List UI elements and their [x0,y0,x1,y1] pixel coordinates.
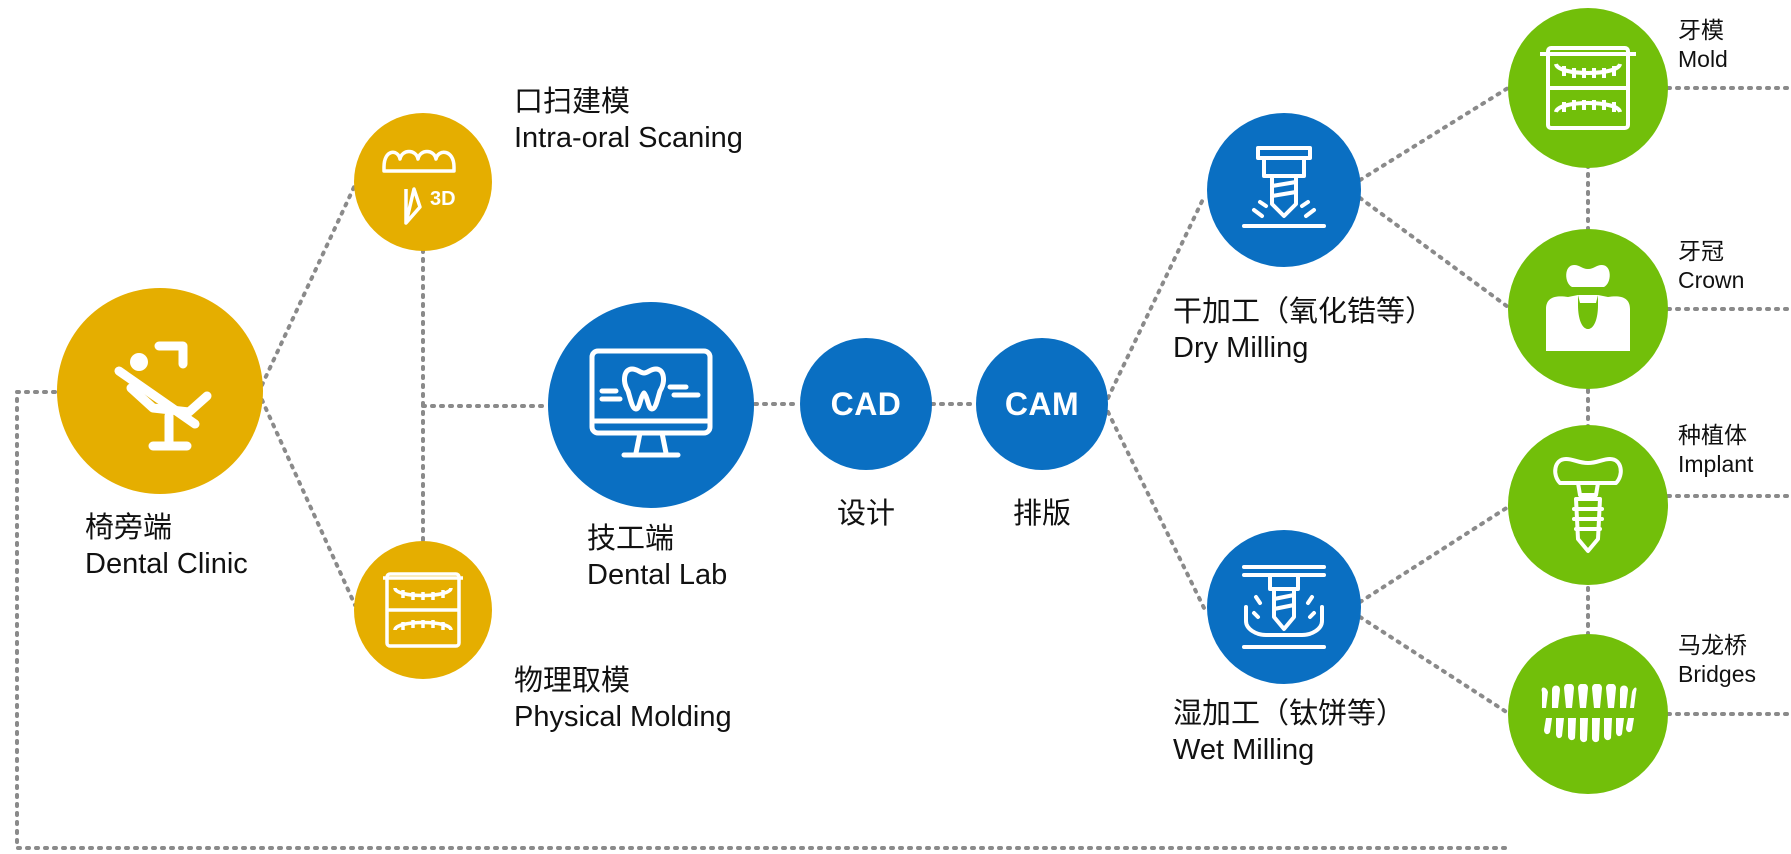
dental-clinic-label: 椅旁端 Dental Clinic [85,510,248,583]
crown-label-en: Crown [1678,266,1745,293]
implant-node [1508,425,1668,585]
physical-molding-label-zh: 物理取模 [514,665,631,697]
connector-loop [15,390,1512,850]
connector-clinic-scan [260,183,357,387]
svg-text:3D: 3D [430,188,456,210]
milling-drill-icon [1242,146,1326,228]
physical-molding-node [354,541,492,679]
connector-wet-bridges [1358,615,1510,715]
wet-milling-label-zh: 湿加工（钛饼等） [1173,698,1406,730]
implant-label: 种植体 Implant [1678,421,1753,479]
cam-caption: 排版 [1012,498,1071,530]
physical-molding-label-en: Physical Molding [514,701,732,734]
intraoral-scan-node: 3D [354,113,492,251]
implant-label-zh: 种植体 [1678,422,1747,448]
mold-label-en: Mold [1678,45,1728,72]
mold-node [1508,8,1668,168]
dental-lab-node [548,302,754,508]
dry-milling-label-zh: 干加工（氧化锆等） [1173,296,1435,328]
dental-mold-icon [383,572,463,648]
dental-clinic-label-en: Dental Clinic [85,548,248,581]
dental-lab-label: 技工端 Dental Lab [587,521,727,594]
wet-milling-node [1207,530,1361,684]
bridges-icon [1541,684,1637,743]
dental-clinic-label-zh: 椅旁端 [85,512,173,544]
wet-milling-label-en: Wet Milling [1173,734,1315,767]
dental-lab-label-zh: 技工端 [587,523,675,555]
dry-milling-node [1207,113,1361,267]
bridges-label-en: Bridges [1678,660,1756,687]
dry-milling-label: 干加工（氧化锆等） Dry Milling [1173,294,1434,367]
dry-milling-label-en: Dry Milling [1173,332,1309,365]
mold-icon [1540,46,1636,130]
dental-clinic-node [57,288,263,494]
wet-milling-drill-icon [1242,565,1326,649]
wet-milling-label: 湿加工（钛饼等） Wet Milling [1173,696,1405,769]
crown-node [1508,229,1668,389]
bridges-label: 马龙桥 Bridges [1678,631,1756,689]
connector-cam-wet [1106,410,1207,612]
connector-dry-crown [1358,196,1510,309]
cam-label: CAM [1004,385,1080,422]
cam-node: CAM [976,338,1108,470]
mold-label-zh: 牙模 [1678,17,1724,43]
intraoral-scan-label-en: Intra-oral Scaning [514,122,743,155]
connector-wet-implant [1358,505,1510,604]
connector-dry-mold [1358,86,1510,182]
cad-caption: 设计 [836,498,895,530]
dental-lab-label-en: Dental Lab [587,559,728,592]
intraoral-scan-label-zh: 口扫建模 [514,86,631,118]
crown-icon [1546,265,1630,351]
dental-chair-icon [114,341,212,451]
mold-label: 牙模 Mold [1678,16,1728,74]
physical-molding-label: 物理取模 Physical Molding [514,663,732,736]
implant-label-en: Implant [1678,450,1754,477]
intraoral-scan-3d-icon: 3D [382,149,456,225]
implant-icon [1553,457,1623,553]
intraoral-scan-label: 口扫建模 Intra-oral Scaning [514,84,743,157]
monitor-tooth-icon [589,348,713,458]
connector-cam-dry [1106,193,1207,400]
cad-label: CAD [830,385,902,422]
bridges-node [1508,634,1668,794]
bridges-label-zh: 马龙桥 [1678,632,1747,658]
crown-label-zh: 牙冠 [1678,238,1724,264]
cad-node: CAD [800,338,932,470]
crown-label: 牙冠 Crown [1678,237,1744,295]
connector-clinic-molding [260,398,357,607]
